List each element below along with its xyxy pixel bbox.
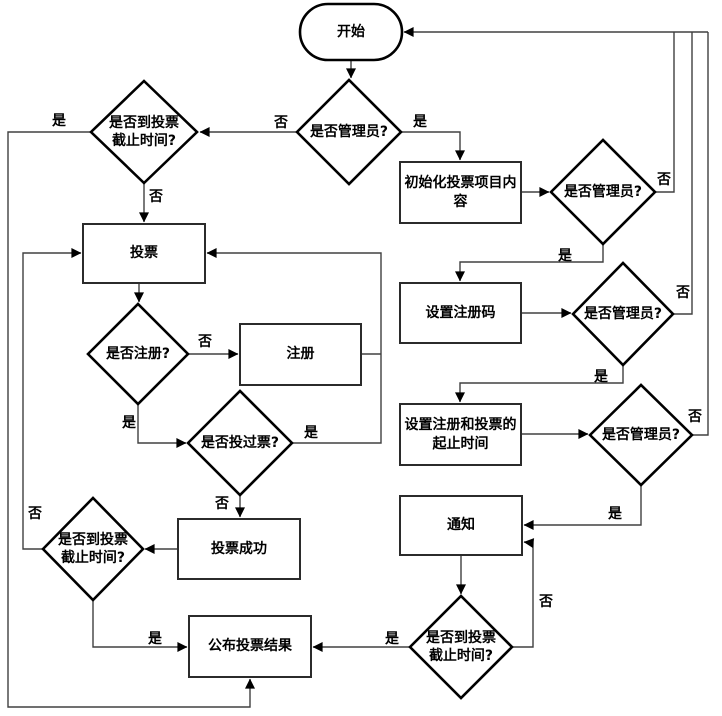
edge-isadmin2-no-rail	[673, 32, 693, 315]
set-registration-code-process-shape	[399, 282, 522, 344]
init-vote-project-label: 初始化投票项目内容	[404, 175, 517, 210]
vote-process-shape	[82, 223, 206, 284]
deadline-bottom-right-label: 是否到投票截止时间?	[426, 629, 496, 664]
edge-label-deadline-bl-no: 否	[28, 506, 42, 522]
edge-label-hasvoted-yes: 是	[304, 425, 318, 441]
init-vote-project-process-shape	[399, 161, 522, 224]
deadline-top-left-decision-shape	[89, 79, 199, 185]
is-admin-1-label: 是否管理员?	[563, 183, 643, 200]
edge-label-isregistered-no: 否	[198, 334, 212, 350]
edge-label-deadline-bl-yes: 是	[148, 631, 162, 647]
is-admin-2-label: 是否管理员?	[583, 305, 663, 322]
vote-success-label: 投票成功	[211, 540, 267, 557]
edge-label-deadline-tl-yes: 是	[52, 113, 66, 129]
publish-results-label: 公布投票结果	[208, 638, 292, 655]
edge-deadline-yes-to-publish	[7, 131, 255, 708]
notify-label: 通知	[447, 517, 475, 534]
has-voted-label: 是否投过票?	[200, 434, 280, 451]
edge-label-isadmin2-no: 否	[676, 285, 690, 301]
vote-success-process-shape	[177, 518, 301, 580]
edge-label-deadline-br-no: 否	[539, 594, 553, 610]
is-admin-top-label: 是否管理员?	[309, 123, 389, 140]
register-process-shape	[239, 323, 362, 386]
deadline-bottom-left-decision-shape	[41, 496, 145, 602]
edge-deadlinebl-no-to-vote	[22, 248, 82, 550]
is-admin-top-decision-shape	[295, 78, 403, 186]
edge-label-deadline-br-yes: 是	[385, 631, 399, 647]
edge-label-isadmin-no: 否	[274, 115, 288, 131]
start-label: 开始	[337, 23, 365, 40]
edge-isadmin3-no-rail	[692, 32, 709, 436]
vote-label: 投票	[130, 245, 158, 262]
edge-isadmin1-yes-to-setcode	[455, 244, 604, 282]
edge-label-isadmin3-yes: 是	[608, 506, 622, 522]
shapes	[41, 2, 694, 700]
set-start-end-times-process-shape	[399, 403, 522, 466]
edge-label-isadmin-yes: 是	[413, 114, 427, 130]
is-admin-1-decision-shape	[549, 138, 657, 246]
edge-label-isadmin1-no: 否	[657, 172, 671, 188]
is-registered-label: 是否注册?	[105, 345, 171, 362]
edge-isadmin3-yes-to-notify	[523, 485, 642, 530]
edge-isadmin1-no-rail	[655, 32, 675, 193]
is-admin-3-label: 是否管理员?	[601, 426, 681, 443]
set-start-end-times-label: 设置注册和投票的起止时间	[404, 417, 517, 452]
notify-process-shape	[399, 495, 523, 556]
edge-label-isadmin1-yes: 是	[558, 248, 572, 264]
is-admin-2-decision-shape	[571, 261, 675, 367]
edge-label-hasvoted-no: 否	[215, 496, 229, 512]
edge-deadlinebr-no-to-notify	[512, 538, 535, 648]
start-terminator-shape	[298, 2, 404, 62]
is-admin-3-decision-shape	[588, 383, 694, 487]
edge-isadmin-yes-to-init	[401, 131, 465, 161]
edge-isadmin2-yes-to-settimes	[455, 365, 624, 403]
edge-label-isregistered-yes: 是	[122, 415, 136, 431]
edge-label-isadmin3-no: 否	[688, 409, 702, 425]
connectors	[7, 27, 709, 708]
set-registration-code-label: 设置注册码	[425, 304, 496, 321]
edge-label-deadline-tl-no: 否	[149, 189, 163, 205]
edge-label-isadmin2-yes: 是	[594, 369, 608, 385]
deadline-top-left-label: 是否到投票截止时间?	[109, 114, 179, 149]
edge-deadlinebl-yes-to-publish	[92, 600, 188, 652]
edge-hasvoted-yes-to-vote	[206, 248, 382, 444]
edge-isregistered-yes-to-hasvoted	[137, 404, 187, 448]
publish-results-process-shape	[188, 615, 312, 678]
deadline-bottom-right-decision-shape	[408, 594, 514, 700]
deadline-bottom-left-label: 是否到投票截止时间?	[58, 531, 128, 566]
register-label: 注册	[286, 346, 315, 363]
is-registered-decision-shape	[86, 302, 190, 406]
has-voted-decision-shape	[186, 389, 294, 497]
